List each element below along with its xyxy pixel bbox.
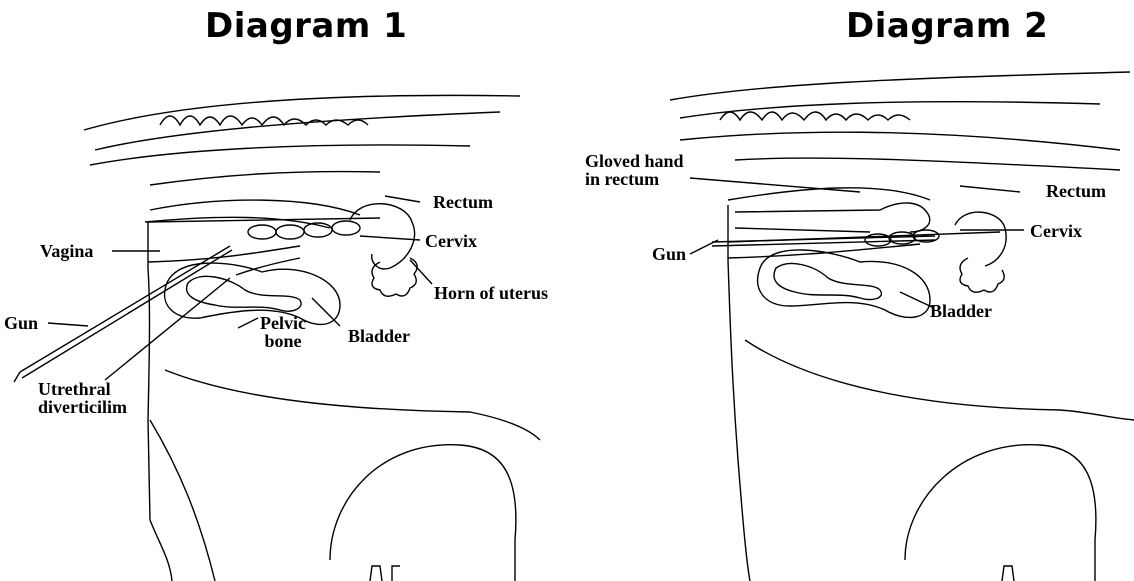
d1-teats [370, 566, 400, 581]
d1-label-gun: Gun [4, 314, 38, 332]
d2-cervix-ring-2 [889, 232, 915, 244]
d1-label-horn-of-uterus: Horn of uterus [434, 284, 548, 302]
d1-label-cervix: Cervix [425, 232, 477, 250]
d1-spine-lower [90, 145, 470, 165]
d1-gun-tip [14, 372, 20, 382]
d2-label-gloved-hand: Gloved hand in rectum [585, 152, 684, 188]
d2-back-outline [670, 72, 1130, 100]
d2-label-gun: Gun [652, 245, 686, 263]
d1-label-pelvic-bone: Pelvic bone [260, 314, 306, 350]
d1-gun [20, 246, 230, 372]
d1-sacrum-line [150, 172, 380, 185]
d1-label-vagina: Vagina [40, 242, 93, 260]
d2-teats [1002, 566, 1014, 581]
d1-gun-2 [22, 250, 232, 378]
d2-arm-lower [735, 228, 870, 232]
d1-back-outline [84, 95, 520, 130]
d2-label-cervix: Cervix [1030, 222, 1082, 240]
d1-vertebrae [160, 116, 368, 125]
d1-label-rectum: Rectum [433, 193, 493, 211]
d1-vagina-bottom [148, 246, 300, 262]
d1-rectum-upper [150, 200, 360, 215]
d2-spine-lower [680, 132, 1120, 150]
d2-leader-gloved [690, 178, 860, 192]
d1-cervix-ring-2 [276, 225, 304, 239]
d2-uterus-horn [960, 258, 1004, 292]
d2-pelvic-box [728, 205, 750, 581]
d1-label-bladder: Bladder [348, 327, 410, 345]
d1-pelvic-bone-outline [187, 276, 302, 311]
diagram-2-drawing [670, 72, 1134, 581]
d2-belly [745, 340, 1134, 420]
d1-leader-bladder [312, 298, 340, 326]
d1-cervix-ring-4 [332, 221, 360, 235]
d1-spine-line [95, 112, 500, 150]
d2-sacrum-line [735, 158, 1120, 170]
d1-leader-rectum [385, 196, 420, 202]
d1-hind-leg [150, 420, 215, 581]
d1-leader-horn [410, 260, 432, 284]
d2-arm-upper [735, 203, 930, 232]
d2-label-bladder: Bladder [930, 302, 992, 320]
d1-leader-pelvic [238, 318, 258, 328]
d1-leader-urethra [105, 278, 230, 380]
d1-label-urethral-diverticulum: Utrethral diverticilim [38, 380, 127, 416]
d1-belly [165, 370, 540, 440]
d1-pelvic-box [148, 222, 172, 581]
d2-leader-rectum [960, 186, 1020, 192]
d2-pelvic-bone-outline [774, 263, 881, 299]
d2-vertebrae [720, 112, 910, 120]
d2-udder [905, 445, 1096, 581]
d2-label-rectum: Rectum [1046, 182, 1106, 200]
d2-leader-gun [690, 240, 718, 254]
d1-uterus-body [350, 204, 415, 269]
d1-udder [330, 445, 516, 581]
d1-leader-gun [48, 323, 88, 326]
d1-cervix-ring-1 [248, 225, 276, 239]
d2-uterus-body [955, 212, 1006, 266]
d1-leader-cervix [360, 236, 420, 240]
d1-uterus-horn [372, 258, 417, 296]
d2-vagina-bottom [728, 244, 920, 258]
